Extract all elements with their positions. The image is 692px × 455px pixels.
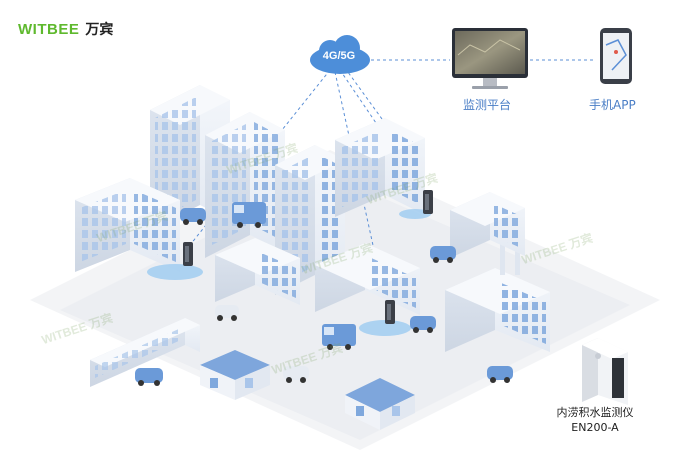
- water-puddle-1: [147, 264, 203, 280]
- building-office-right: [335, 118, 425, 217]
- car-5: [135, 368, 163, 386]
- device-2: [385, 300, 395, 324]
- signal-line-3: [339, 69, 426, 196]
- house-left: [200, 350, 270, 400]
- device-1: [183, 242, 193, 266]
- monitor-icon: [452, 28, 528, 89]
- building-tower-center: [275, 145, 345, 295]
- car-3: [410, 316, 436, 333]
- building-block-left: [75, 178, 180, 272]
- car-6: [283, 366, 309, 383]
- building-tower-mid: [205, 112, 285, 258]
- cloud-icon: [310, 35, 370, 74]
- app-label: 手机APP: [589, 98, 636, 112]
- building-lowrise-center: [215, 238, 300, 305]
- car-4: [215, 305, 239, 321]
- product-label: 内涝积水监测仪 EN200-A: [540, 405, 650, 435]
- phone-icon: [600, 28, 632, 84]
- platform-label: 监测平台: [463, 98, 512, 112]
- brand-name-en: WITBEE: [18, 20, 80, 38]
- water-puddle-2: [359, 320, 411, 336]
- product-device-icon: [582, 338, 628, 405]
- house-right: [345, 378, 415, 430]
- car-7: [487, 366, 513, 383]
- product-name: 内涝积水监测仪: [556, 406, 634, 419]
- network-label: 4G/5G: [322, 50, 356, 62]
- brand-name-cn: 万宾: [85, 22, 114, 38]
- building-factory-right: [445, 225, 550, 352]
- device-3: [423, 190, 433, 214]
- brand-logo: WITBEE 万宾: [18, 19, 113, 39]
- building-plaza: [315, 243, 420, 315]
- van-1: [232, 202, 266, 228]
- car-2: [430, 246, 456, 263]
- signal-line-4: [344, 67, 391, 131]
- building-warehouse: [90, 318, 200, 387]
- van-2: [322, 324, 356, 350]
- building-factory-top: [450, 192, 525, 258]
- product-model: EN200-A: [571, 421, 619, 434]
- car-1: [180, 208, 206, 225]
